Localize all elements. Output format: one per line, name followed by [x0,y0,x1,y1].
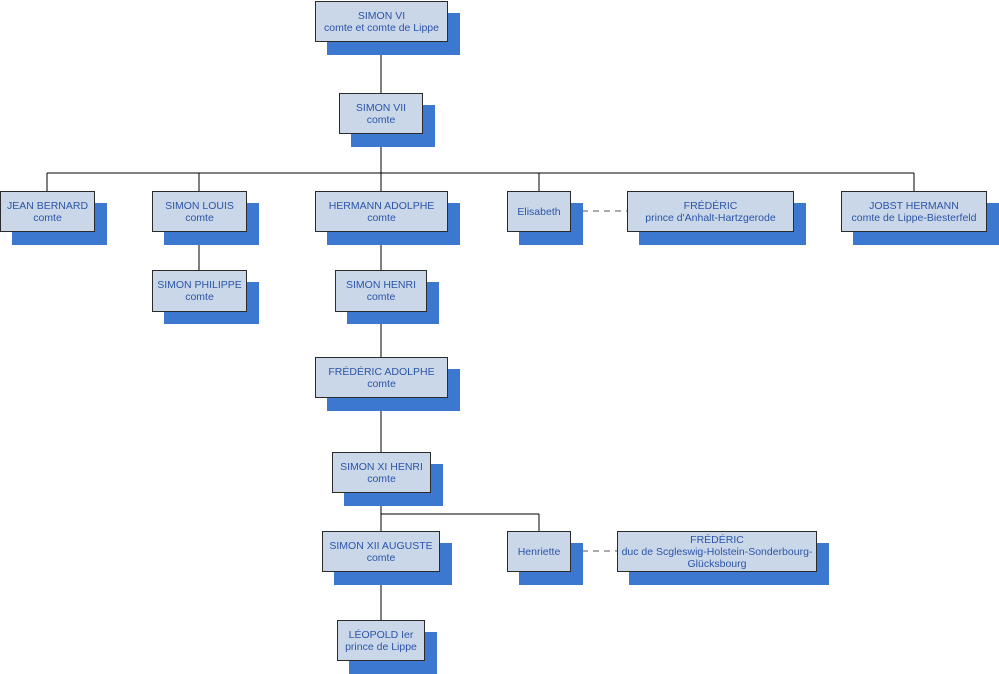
node-title: comte [366,113,396,126]
node-simon-vi[interactable]: SIMON VI comte et comte de Lippe [315,1,448,42]
node-frederic-adolphe[interactable]: FRÉDÉRIC ADOLPHE comte [315,357,448,398]
node-title: comte [185,211,214,224]
node-jobst-hermann[interactable]: JOBST HERMANN comte de Lippe-Biesterfeld [841,191,987,232]
node-name: SIMON LOUIS [165,199,234,212]
node-simon-vii[interactable]: SIMON VII comte [339,93,423,134]
node-leopold-ier[interactable]: LÉOPOLD Ier prince de Lippe [337,620,425,661]
node-name: SIMON PHILIPPE [157,279,242,291]
node-title: comte [367,377,396,390]
node-name: FRÉDÉRIC ADOLPHE [328,365,435,378]
node-simon-louis[interactable]: SIMON LOUIS comte [152,191,247,232]
node-title: comte [33,211,62,224]
node-frederic-holstein[interactable]: FRÉDÉRIC duc de Scgleswig-Holstein-Sonde… [617,531,817,572]
node-name: FRÉDÉRIC [690,533,744,546]
node-name: SIMON XI HENRI [340,460,423,473]
node-title: comte [366,291,396,303]
node-name: HERMANN ADOLPHE [328,199,435,212]
node-simon-henri[interactable]: SIMON HENRI comte [335,270,427,312]
node-henriette[interactable]: Henriette [507,531,571,572]
node-simon-philippe[interactable]: SIMON PHILIPPE comte [152,270,247,312]
node-title: comte [366,551,396,564]
node-name: SIMON VII [355,101,407,114]
node-name: SIMON VI [357,9,406,22]
node-name: FRÉDÉRIC [683,199,738,212]
node-name: JEAN BERNARD [6,199,89,212]
node-title: prince d'Anhalt-Hartzgerode [645,211,776,224]
node-title: comte [185,291,214,303]
node-simon-xi-henri[interactable]: SIMON XI HENRI comte [332,452,431,493]
node-frederic-anhalt[interactable]: FRÉDÉRIC prince d'Anhalt-Hartzgerode [627,191,794,232]
node-title: duc de Scgleswig-Holstein-Sonderbourg- [621,545,813,558]
node-title: comte [367,472,396,485]
node-name: SIMON HENRI [345,279,416,291]
node-hermann-adolphe[interactable]: HERMANN ADOLPHE comte [315,191,448,232]
node-title: prince de Lippe [345,640,417,653]
node-name: SIMON XII AUGUSTE [329,539,433,552]
node-elisabeth[interactable]: Elisabeth [507,191,571,232]
node-name: JOBST HERMANN [869,199,959,212]
node-name: Henriette [517,545,561,558]
node-title: comte et comte de Lippe [324,21,439,34]
node-name: LÉOPOLD Ier [348,628,414,641]
node-simon-xii-auguste[interactable]: SIMON XII AUGUSTE comte [322,531,440,572]
node-title-continued: Glücksbourg [687,557,747,570]
node-name: Elisabeth [517,205,561,218]
node-title: comte de Lippe-Biesterfeld [851,211,977,224]
node-title: comte [367,211,396,224]
node-jean-bernard[interactable]: JEAN BERNARD comte [0,191,95,232]
